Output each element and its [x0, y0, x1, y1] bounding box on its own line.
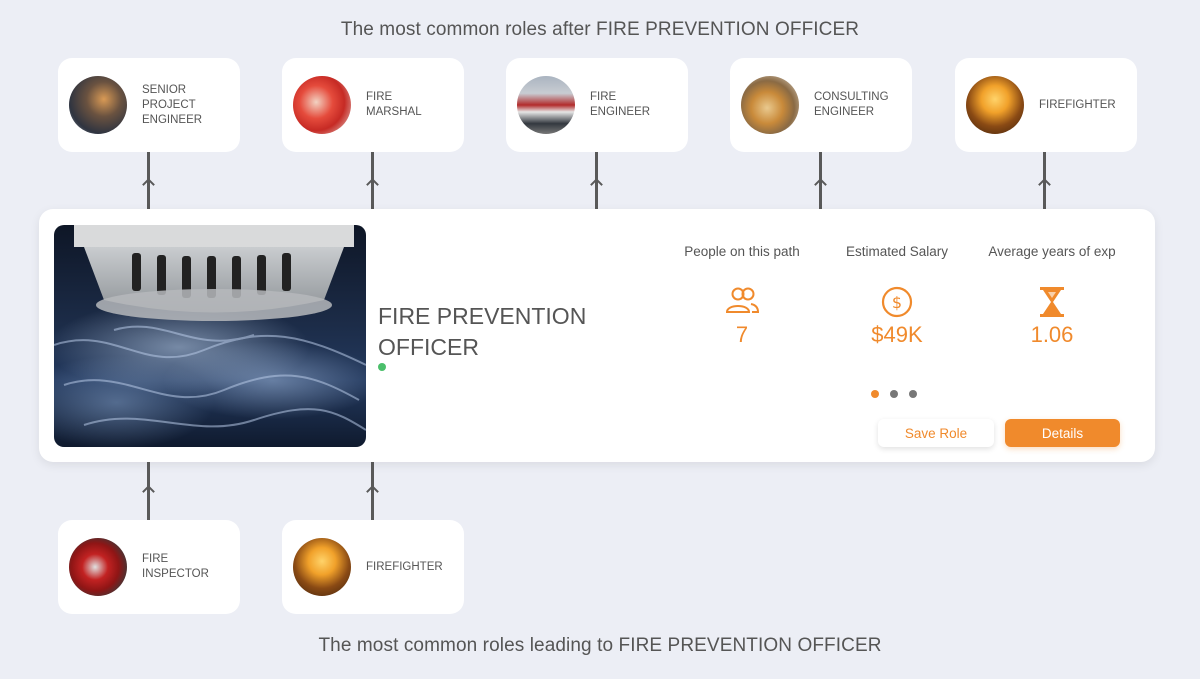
- previous-role-card[interactable]: FIREFIGHTER: [282, 520, 464, 614]
- next-roles-heading: The most common roles after FIRE PREVENT…: [340, 19, 860, 40]
- carousel-pagination: [871, 390, 917, 398]
- previous-roles-heading: The most common roles leading to FIRE PR…: [318, 635, 882, 656]
- pagination-dot[interactable]: [890, 390, 898, 398]
- role-avatar: [966, 76, 1024, 134]
- connector-line: [371, 152, 374, 209]
- role-avatar: [69, 538, 127, 596]
- role-avatar: [741, 76, 799, 134]
- role-label: FIRE MARSHAL: [366, 91, 422, 118]
- arrow-up-icon: [814, 178, 827, 191]
- connector-line: [147, 462, 150, 520]
- arrow-up-icon: [366, 485, 379, 498]
- role-label: CONSULTING ENGINEER: [814, 91, 889, 118]
- role-label: FIRE ENGINEER: [590, 91, 651, 118]
- stat-experience: Average years of exp 1.06: [977, 244, 1127, 348]
- hourglass-icon: [977, 286, 1127, 320]
- details-button[interactable]: Details: [1005, 419, 1120, 447]
- stat-label: Estimated Salary: [845, 244, 949, 259]
- stat-value: 7: [735, 322, 749, 347]
- people-icon: [667, 286, 817, 320]
- role-avatar: [293, 76, 351, 134]
- stat-value: $49K: [871, 322, 923, 347]
- dollar-icon: $: [822, 286, 972, 320]
- save-role-button[interactable]: Save Role: [878, 419, 994, 447]
- next-role-card[interactable]: FIRE MARSHAL: [282, 58, 464, 152]
- stat-salary: Estimated Salary $ $49K: [822, 244, 972, 348]
- role-avatar: [293, 538, 351, 596]
- stat-label: Average years of exp: [988, 244, 1116, 259]
- smoke-detector-image: [54, 225, 366, 431]
- arrow-up-icon: [1038, 178, 1051, 191]
- role-avatar: [69, 76, 127, 134]
- connector-line: [1043, 152, 1046, 209]
- arrow-up-icon: [366, 178, 379, 191]
- role-label: FIREFIGHTER: [366, 560, 443, 573]
- current-role-title: FIRE PREVENTION OFFICER: [378, 303, 587, 360]
- current-role-card: FIRE PREVENTION OFFICER People on this p…: [39, 209, 1155, 462]
- connector-line: [595, 152, 598, 209]
- role-label: SENIOR PROJECT ENGINEER: [142, 83, 203, 126]
- role-label: FIRE INSPECTOR: [142, 553, 209, 580]
- stat-label: People on this path: [684, 244, 800, 259]
- role-avatar: [517, 76, 575, 134]
- pagination-dot[interactable]: [909, 390, 917, 398]
- connector-line: [147, 152, 150, 209]
- connector-line: [819, 152, 822, 209]
- connector-line: [371, 462, 374, 520]
- next-role-card[interactable]: FIREFIGHTER: [955, 58, 1137, 152]
- pagination-dot[interactable]: [871, 390, 879, 398]
- stat-value: 1.06: [1030, 322, 1074, 347]
- role-photo: [54, 225, 366, 447]
- next-role-card[interactable]: FIRE ENGINEER: [506, 58, 688, 152]
- svg-text:$: $: [892, 293, 902, 312]
- role-label: FIREFIGHTER: [1039, 98, 1116, 111]
- next-role-card[interactable]: SENIOR PROJECT ENGINEER: [58, 58, 240, 152]
- arrow-up-icon: [142, 178, 155, 191]
- next-role-card[interactable]: CONSULTING ENGINEER: [730, 58, 912, 152]
- status-indicator: [378, 363, 386, 371]
- arrow-up-icon: [142, 485, 155, 498]
- stat-people: People on this path 7: [667, 244, 817, 348]
- previous-role-card[interactable]: FIRE INSPECTOR: [58, 520, 240, 614]
- arrow-up-icon: [590, 178, 603, 191]
